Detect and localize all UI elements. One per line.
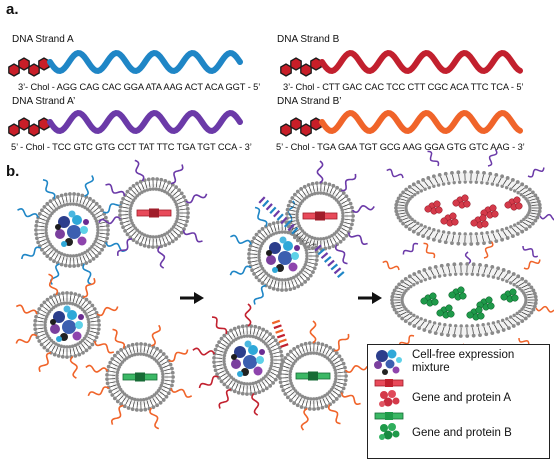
strand-a-prime-name: DNA Strand A’ <box>12 96 76 107</box>
fused-vesicle-a <box>386 149 554 271</box>
protein-a-icon <box>379 390 400 407</box>
vesicle-docked-gene-a <box>285 160 375 265</box>
cholesterol-a-prime <box>8 117 50 137</box>
right-arrow <box>358 292 382 304</box>
cholesterol-b-prime <box>280 117 322 137</box>
duplex-a-top <box>258 196 299 235</box>
duplex-b <box>271 319 289 348</box>
legend-label-mixture: Cell-free expression mixture <box>412 349 515 374</box>
strand-a-sequence: 3’- Chol - AGG CAG CAC GGA ATA AAG ACT A… <box>18 82 261 92</box>
fused-vesicle-b <box>382 241 554 363</box>
vesicle-mixture-b <box>15 273 119 379</box>
panel-label-a: a. <box>6 1 19 18</box>
panel-label-b: b. <box>6 163 20 180</box>
strand-a-prime-sequence: 5’ - Chol - TCC GTC GTG CCT TAT TTC TGA … <box>11 142 252 152</box>
strand-a-prime-wave <box>47 109 243 135</box>
strand-b-prime-name: DNA Strand B’ <box>277 96 342 107</box>
strand-a-name: DNA Strand A <box>12 34 74 45</box>
vesicle-docked-mixture-b <box>192 303 284 416</box>
vesicle-mixture-a <box>17 175 127 286</box>
duplex-a-bottom <box>314 244 345 279</box>
strand-b-name: DNA Strand B <box>277 34 340 45</box>
cell-free-mixture-icon <box>374 349 402 375</box>
right-arrow <box>180 292 204 304</box>
strand-b-prime-wave <box>319 109 523 135</box>
gene-a-icon <box>374 379 404 387</box>
protein-b-icon <box>379 423 400 440</box>
strand-b-prime-sequence: 5’ - Chol - TGA GAA TGT GCG AAG GGA GTG … <box>276 142 525 152</box>
strand-a-wave <box>47 49 243 75</box>
vesicle-docked-gene-b <box>278 320 368 431</box>
strand-b-wave <box>319 49 523 75</box>
legend-label-gene-b: Gene and protein B <box>412 427 512 439</box>
vesicle-gene-a <box>98 159 208 269</box>
legend-box: Cell-free expression mixture Gene and pr… <box>367 344 550 459</box>
cholesterol-a <box>8 57 50 77</box>
vesicle-gene-b <box>85 324 193 430</box>
legend-label-gene-a: Gene and protein A <box>412 392 512 404</box>
strand-b-sequence: 3’- Chol - CTT GAC CAC TCC CTT CGC ACA T… <box>283 82 524 92</box>
gene-b-icon <box>374 412 404 420</box>
cholesterol-b <box>280 57 322 77</box>
legend-icons <box>374 349 404 440</box>
